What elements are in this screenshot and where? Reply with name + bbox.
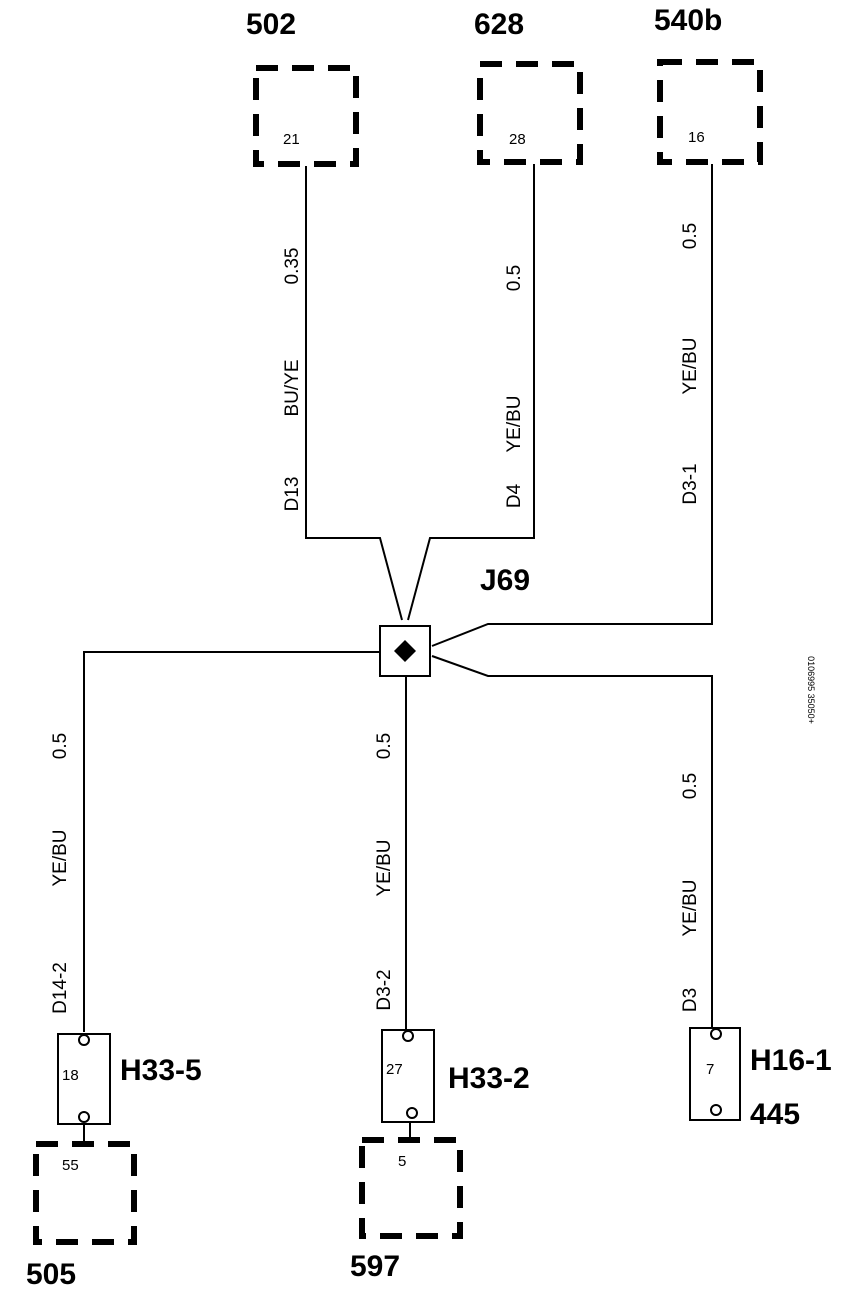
wire-d3-code: D3 [680,988,701,1012]
component-505-pin: 55 [62,1157,79,1174]
junction-splice-icon [394,640,416,662]
connector-h16-1-pin: 7 [706,1061,714,1078]
component-505-id: 505 [26,1258,76,1291]
component-597-box [359,1137,463,1239]
connector-h16-1-sub-id: 445 [750,1098,800,1131]
connector-h16-1-top-terminal [710,1028,722,1040]
connector-h16-1: 7 H16-1 445 [689,1027,832,1131]
connector-h33-5: 18 H33-5 [57,1033,202,1142]
wire-d13 [305,166,403,621]
wire-d3-1-color: YE/BU [680,337,701,394]
connector-h16-1-id: H16-1 [750,1044,832,1077]
wire-d14-2-code: D14-2 [50,962,71,1014]
reference-code: 0106995 35050+ [806,656,816,724]
wire-d3-2-color: YE/BU [374,839,395,896]
wire-d3 [431,655,713,1028]
wire-d4 [407,164,535,621]
wire-d14-2-labels: 0.5 YE/BU D14-2 [50,733,71,1014]
component-540b-pin: 16 [688,129,705,146]
component-597-pin: 5 [398,1153,406,1170]
component-540b-box [657,59,763,165]
wire-d3-1 [431,164,713,647]
wire-d4-code: D4 [504,483,525,508]
component-628-id: 628 [474,8,524,41]
component-597: 5 597 [350,1137,463,1283]
connector-h33-2-top-terminal [402,1030,414,1042]
wire-d3-1-gauge: 0.5 [680,223,701,249]
component-540b: 540b 16 [654,4,763,165]
connector-h33-2: 27 H33-2 [381,1029,530,1140]
wire-d3-1-code: D3-1 [680,463,701,504]
connector-h33-2-pin: 27 [386,1061,403,1078]
wire-d4-color: YE/BU [504,395,525,452]
component-540b-id: 540b [654,4,722,37]
wire-d14-2 [83,651,380,1032]
connector-h33-5-id: H33-5 [120,1054,202,1087]
connector-h16-1-bottom-terminal [710,1104,722,1116]
wire-d3-2-code: D3-2 [374,969,395,1010]
wire-d3-2-labels: 0.5 YE/BU D3-2 [374,733,395,1011]
wire-d13-gauge: 0.35 [282,248,303,285]
wire-d13-color: BU/YE [282,359,303,416]
component-628-pin: 28 [509,131,526,148]
wire-d13-code: D13 [282,477,303,512]
component-505-box [33,1141,137,1245]
connector-h33-2-body [381,1029,435,1123]
component-502: 502 21 [246,8,359,167]
component-597-id: 597 [350,1250,400,1283]
component-628-box [477,61,583,165]
component-502-id: 502 [246,8,296,41]
component-502-box [253,65,359,167]
wire-d3-labels: 0.5 YE/BU D3 [680,773,701,1012]
wire-d3-1-labels: 0.5 YE/BU D3-1 [680,223,701,505]
wire-d13-labels: 0.35 BU/YE D13 [282,248,303,512]
wire-d3-gauge: 0.5 [680,773,701,799]
connector-h33-5-bottom-terminal [78,1111,90,1123]
junction-id: J69 [480,564,530,597]
junction-j69: J69 [379,564,530,677]
wire-d14-2-gauge: 0.5 [50,733,71,759]
wire-d4-gauge: 0.5 [504,265,525,291]
wire-d3-2-gauge: 0.5 [374,733,395,759]
connector-h33-2-id: H33-2 [448,1062,530,1095]
connector-h33-2-bottom-terminal [406,1107,418,1119]
wire-d4-labels: 0.5 YE/BU D4 [504,265,525,508]
connector-h33-5-top-terminal [78,1034,90,1046]
wire-d3-color: YE/BU [680,879,701,936]
wire-d14-2-color: YE/BU [50,829,71,886]
connector-h33-5-pin: 18 [62,1067,79,1084]
component-505: 55 505 [26,1141,137,1291]
component-502-pin: 21 [283,131,300,148]
component-628: 628 28 [474,8,583,165]
